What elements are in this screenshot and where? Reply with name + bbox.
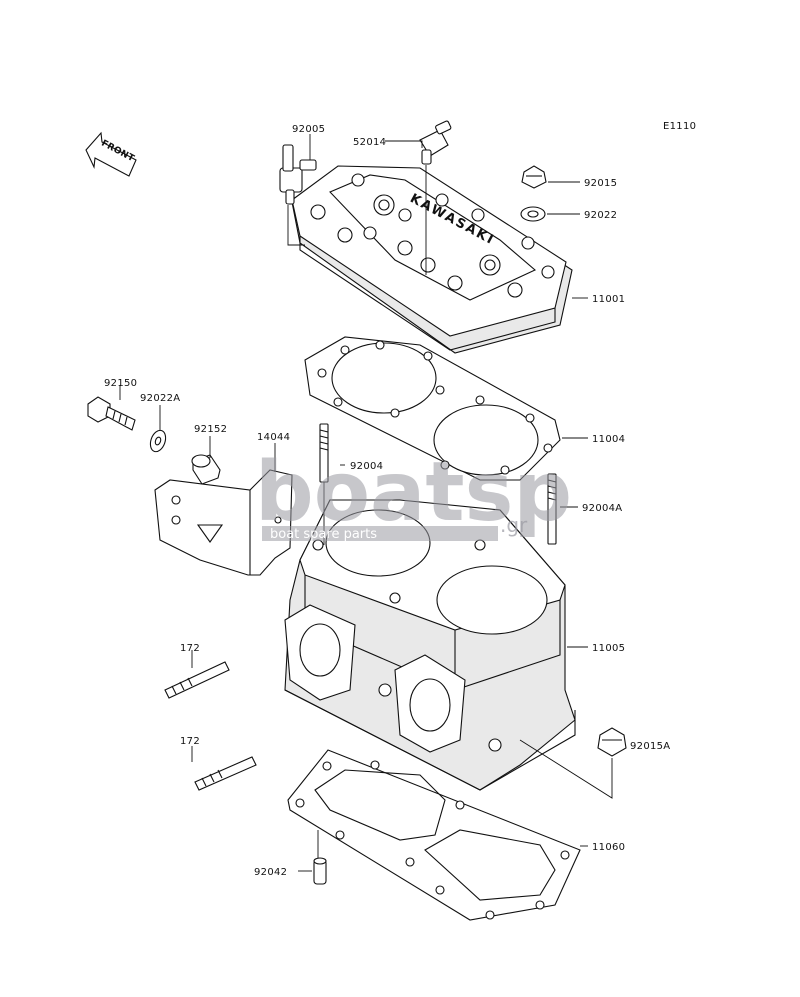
- stud-92004: [319, 423, 329, 483]
- part-label: 92152: [194, 424, 227, 435]
- watermark-domain: .gr: [500, 513, 528, 537]
- watermark-logo: boatsp: [255, 445, 572, 540]
- bracket-14044: [154, 469, 293, 576]
- diagram-code: E1110: [663, 121, 696, 132]
- part-label: 11005: [592, 643, 625, 654]
- cylinder-block-illustration: [284, 499, 576, 791]
- part-label: 11001: [592, 294, 625, 305]
- part-label: 172: [180, 643, 200, 654]
- part-label: 92022A: [140, 393, 180, 404]
- washer-92022: [520, 206, 546, 222]
- part-label: 11060: [592, 842, 625, 853]
- collar-92152: [191, 454, 221, 485]
- front-direction-arrow: FRONT: [85, 131, 137, 177]
- stud-172-lower: [194, 756, 257, 791]
- cylinder-head-illustration: KAWASAKI: [291, 165, 573, 354]
- base-gasket-illustration: [287, 749, 581, 921]
- part-label: 14044: [257, 432, 290, 443]
- cap-nut-92015A: [597, 727, 627, 757]
- part-label: 92004: [350, 461, 383, 472]
- watermark: boatsp .gr boat spare parts: [255, 445, 572, 542]
- watermark-tagline: boat spare parts: [270, 527, 377, 542]
- part-label: 92022: [584, 210, 617, 221]
- stud-172-upper: [164, 661, 230, 699]
- part-label: 92005: [292, 124, 325, 135]
- watermark-bar: [262, 526, 498, 541]
- part-label: 92042: [254, 867, 287, 878]
- part-label: 172: [180, 736, 200, 747]
- bolt-92150: [87, 396, 136, 431]
- part-label: 11004: [592, 434, 625, 445]
- elbow-fitting-92005: [279, 144, 317, 205]
- part-label: 92150: [104, 378, 137, 389]
- head-bolt-holes: [310, 173, 555, 298]
- part-label: 52014: [353, 137, 386, 148]
- part-label: 92015A: [630, 741, 670, 752]
- part-labels: 92005 52014 92015 92022 11001 11004 9215…: [104, 124, 670, 878]
- elbow-fitting-52014: [419, 120, 452, 165]
- stud-92004A: [547, 473, 557, 545]
- washer-92022A: [149, 429, 167, 453]
- part-label: 92004A: [582, 503, 622, 514]
- part-label: 92015: [584, 178, 617, 189]
- head-gasket-illustration: [304, 336, 561, 481]
- dowel-pin-92042: [313, 857, 327, 885]
- cap-nut-92015: [521, 165, 547, 189]
